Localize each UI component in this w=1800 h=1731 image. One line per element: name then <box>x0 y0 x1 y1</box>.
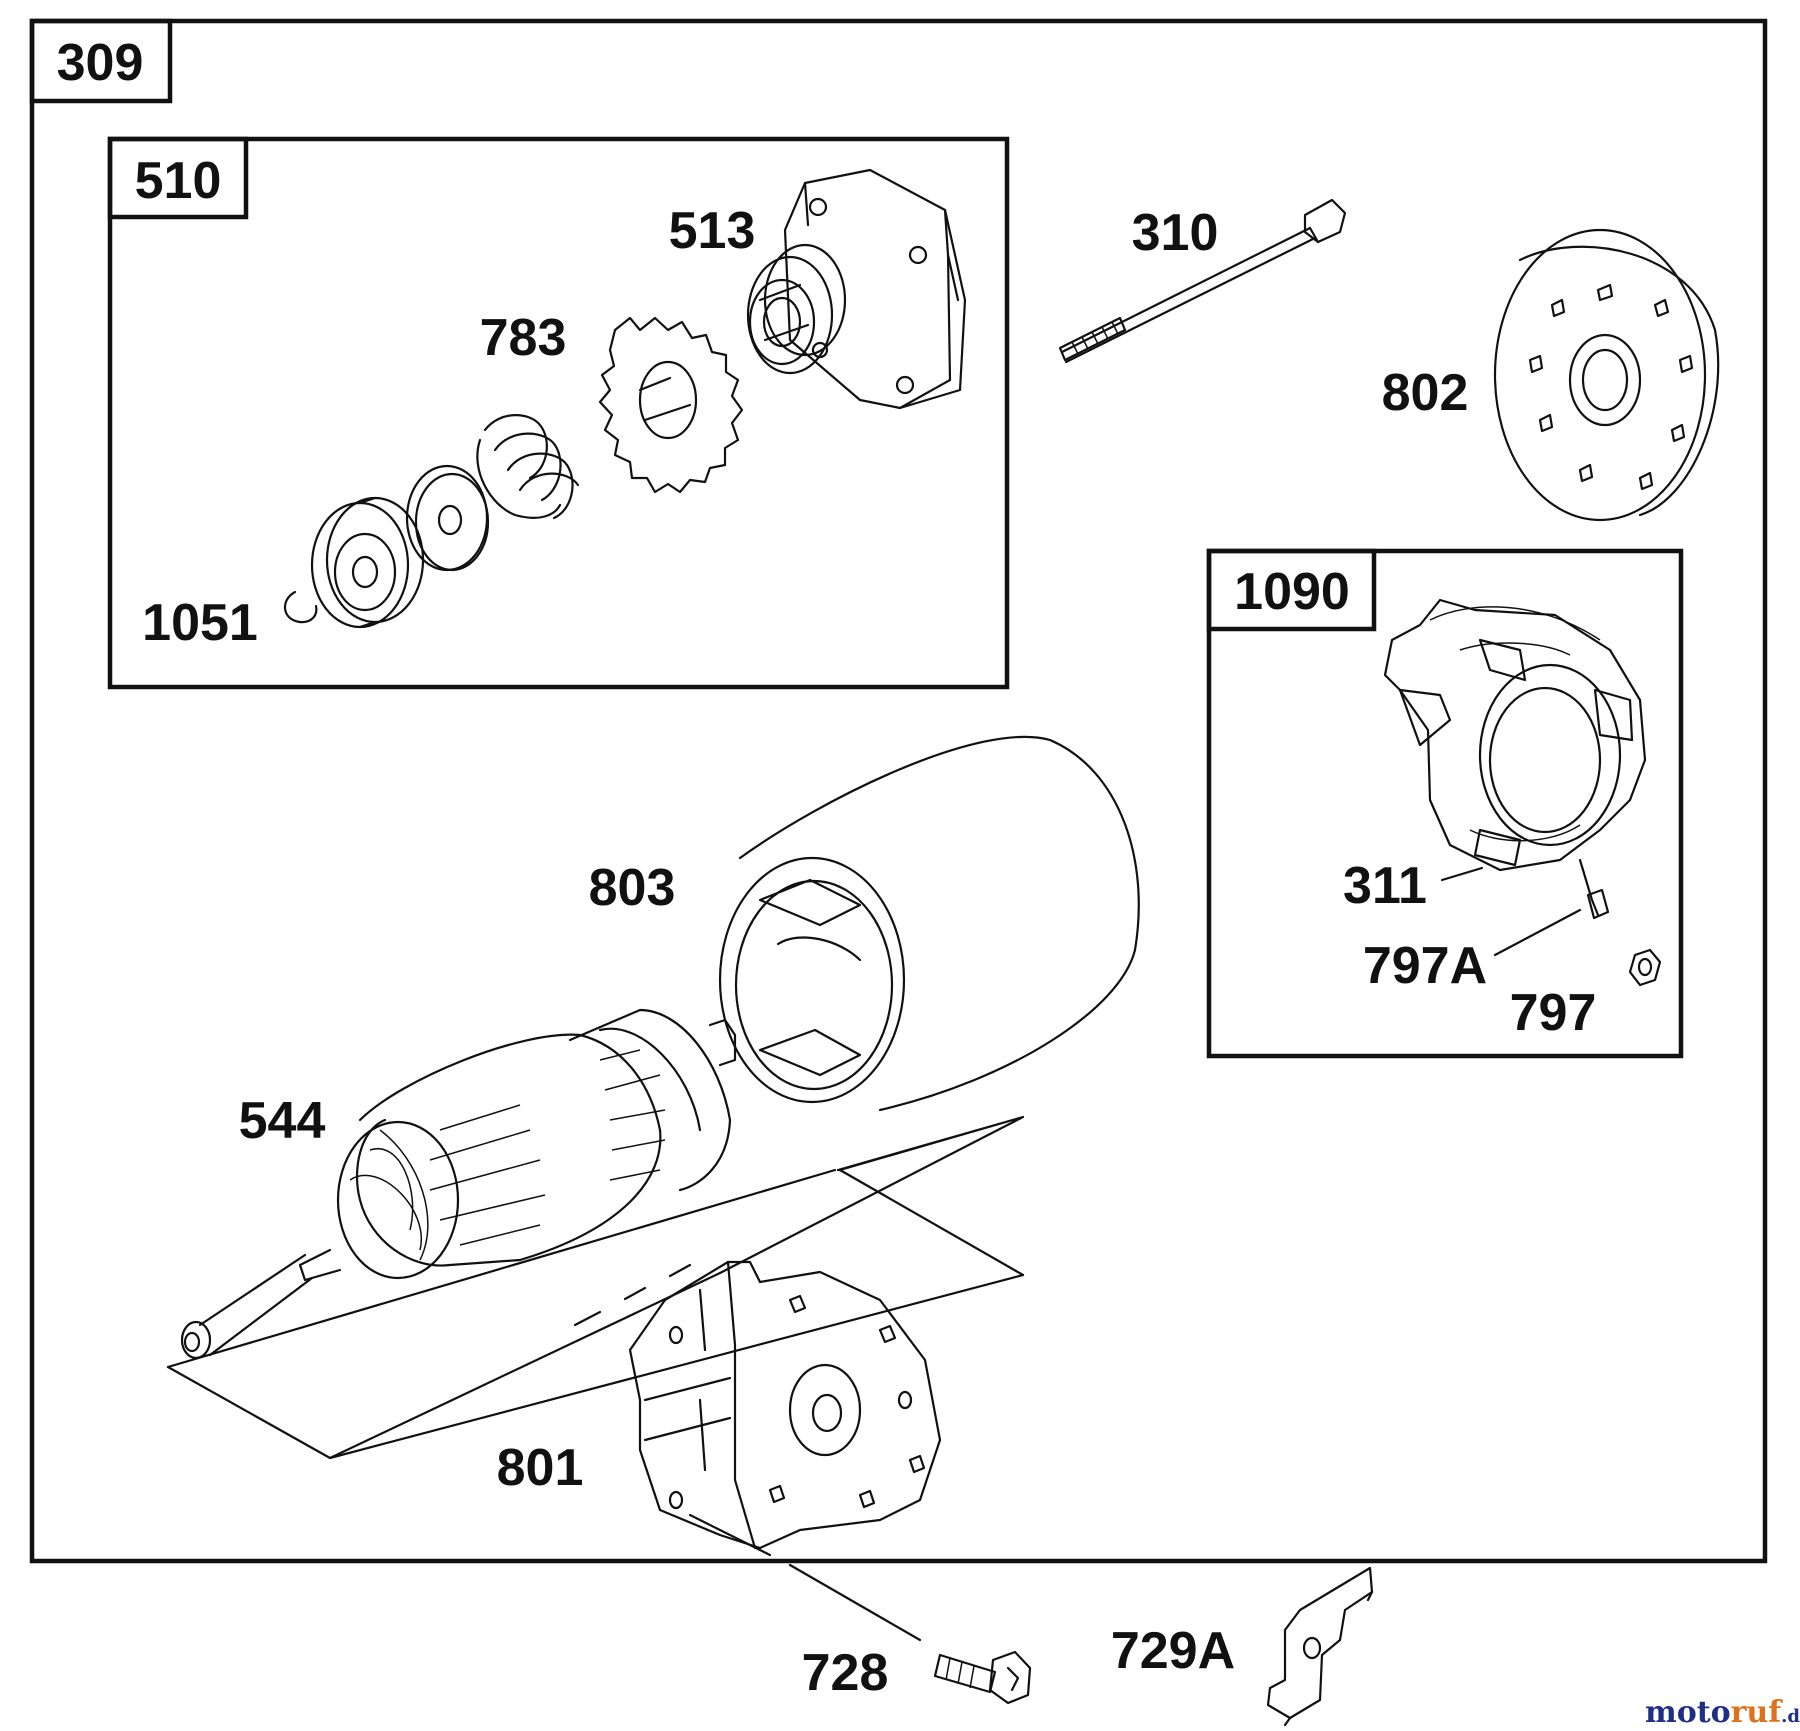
part-544-armature <box>180 1008 737 1360</box>
part-544-label: 544 <box>239 1092 326 1150</box>
group-510-label: 510 <box>135 152 222 210</box>
watermark-brand-blue: moto <box>1645 1695 1731 1730</box>
part-801-label: 801 <box>497 1439 584 1497</box>
leader-311 <box>1440 866 1484 882</box>
part-803-motor-frame <box>718 735 1140 1112</box>
watermark-suffix: .de <box>1781 1706 1800 1727</box>
part-783-pinion-gear <box>598 316 744 494</box>
svg-text:motoruf.de: motoruf.de <box>1645 1695 1800 1730</box>
part-797A-label: 797A <box>1363 937 1487 995</box>
part-1051-retaining-ring <box>284 590 318 624</box>
part-1051-label: 1051 <box>142 594 258 652</box>
part-311-label: 311 <box>1343 857 1427 915</box>
group-1090-box: 1090 <box>1206 548 1684 1059</box>
part-802-label: 802 <box>1382 364 1469 422</box>
part-729A-clip <box>1266 1566 1374 1727</box>
watermark-logo: motoruf.de <box>1645 1695 1800 1730</box>
part-803-label: 803 <box>589 859 676 917</box>
part-797-nut <box>1628 948 1662 987</box>
part-collar <box>310 496 425 629</box>
leader-797A <box>1493 908 1582 957</box>
part-728-label: 728 <box>802 1644 889 1702</box>
part-310-through-bolt <box>1058 198 1347 364</box>
part-729A-label: 729A <box>1111 1622 1235 1680</box>
part-801-end-bracket <box>628 1260 942 1550</box>
group-309-box: 309 <box>29 18 1768 1564</box>
part-1090-brush-holder <box>1383 598 1647 920</box>
part-783-label: 783 <box>480 309 567 367</box>
watermark-brand-orange: ruf <box>1731 1695 1784 1730</box>
part-728-screw <box>933 1650 1032 1705</box>
leader-728 <box>688 1513 922 1642</box>
part-spring <box>476 414 580 520</box>
group-1090-label: 1090 <box>1234 563 1350 621</box>
group-510-box: 510 <box>107 136 1010 690</box>
group-309-label: 309 <box>57 34 144 92</box>
part-802-end-cap <box>1493 228 1720 522</box>
alignment-guide <box>166 1115 1025 1460</box>
part-513-drive-housing <box>746 168 967 410</box>
part-797-label: 797 <box>1510 984 1597 1042</box>
part-310-label: 310 <box>1132 204 1219 262</box>
part-513-label: 513 <box>669 202 756 260</box>
part-washer <box>405 464 490 572</box>
